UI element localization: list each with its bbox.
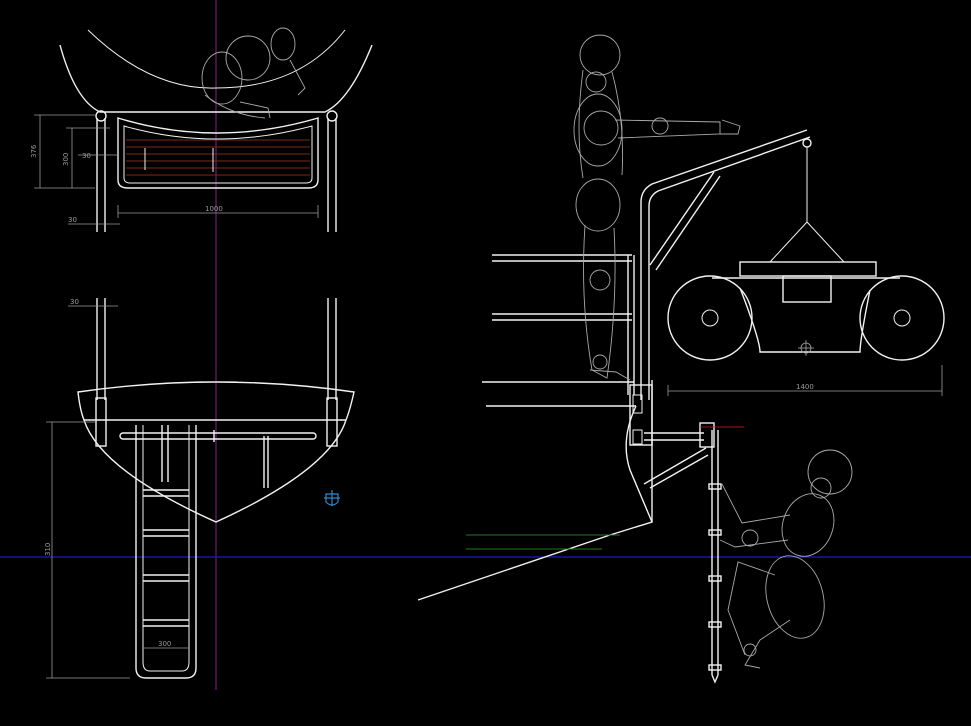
dim-30-b: 30 <box>68 216 77 224</box>
standing-figure <box>573 34 741 381</box>
dim-30-c: 30 <box>70 298 79 306</box>
plan-dimensions: 376 300 30 1000 30 <box>30 114 319 225</box>
dim-30-a: 30 <box>82 152 91 160</box>
climbing-figure <box>719 449 853 669</box>
plan-view <box>59 27 373 232</box>
marker-icon <box>324 490 340 506</box>
dim-300: 300 <box>62 153 70 166</box>
dim-dinghy-width: 1400 <box>796 383 814 391</box>
stern-view: 30 300 310 <box>44 298 355 679</box>
side-view: 1400 <box>417 34 945 684</box>
dim-1000: 1000 <box>205 205 223 213</box>
dim-ladder-height: 310 <box>44 543 52 556</box>
dim-376: 376 <box>30 144 38 158</box>
dim-ladder-width: 300 <box>158 640 171 648</box>
